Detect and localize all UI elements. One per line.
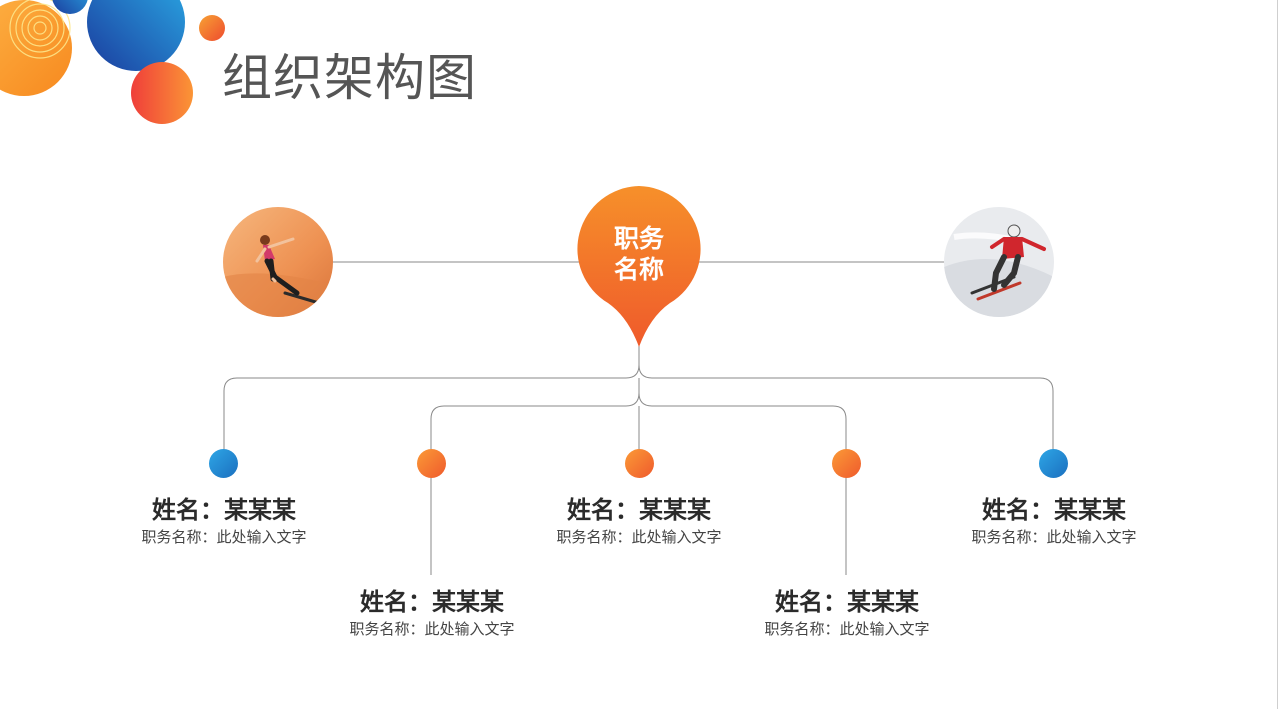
- deco-circle-blue-large: [87, 0, 185, 71]
- slide-edge: [1277, 0, 1278, 709]
- member-name: 姓名：某某某: [567, 496, 711, 524]
- center-role-line1: 职务: [613, 224, 664, 253]
- node-dot-1: [209, 449, 238, 478]
- decorative-circles: [0, 0, 225, 124]
- deco-circle-orange: [0, 0, 72, 96]
- member-3: 姓名：某某某 职务名称：此处输入文字: [529, 494, 749, 548]
- map-pin-icon: [577, 186, 701, 347]
- member-2: 姓名：某某某 职务名称：此处输入文字: [322, 586, 542, 640]
- deco-ripple-rings: [9, 0, 71, 59]
- node-dot-4: [832, 449, 861, 478]
- center-role-label: 职务 名称: [575, 223, 703, 285]
- center-role-pin: 职务 名称: [575, 185, 703, 350]
- member-name: 姓名：某某某: [360, 588, 504, 616]
- node-dot-5: [1039, 449, 1068, 478]
- connector-branch-1: [223, 345, 640, 451]
- member-role: 职务名称：此处输入文字: [971, 528, 1137, 546]
- member-role: 职务名称：此处输入文字: [556, 528, 722, 546]
- member-1: 姓名：某某某 职务名称：此处输入文字: [114, 494, 334, 548]
- member-name: 姓名：某某某: [775, 588, 919, 616]
- connector-branch-5: [638, 364, 1054, 451]
- member-role: 职务名称：此处输入文字: [764, 620, 930, 638]
- connector-branch-2: [430, 378, 640, 575]
- deco-circle-blue-small: [52, 0, 88, 14]
- member-role: 职务名称：此处输入文字: [349, 620, 515, 638]
- member-role: 职务名称：此处输入文字: [141, 528, 307, 546]
- member-5: 姓名：某某某 职务名称：此处输入文字: [944, 494, 1164, 548]
- node-dot-3: [625, 449, 654, 478]
- skier-photo: [944, 207, 1054, 317]
- member-name: 姓名：某某某: [982, 496, 1126, 524]
- node-dot-2: [417, 449, 446, 478]
- deco-circle-red: [131, 62, 193, 124]
- center-role-line2: 名称: [613, 255, 664, 284]
- page-title: 组织架构图: [222, 49, 477, 107]
- member-4: 姓名：某某某 职务名称：此处输入文字: [737, 586, 957, 640]
- deco-circle-dot: [199, 15, 225, 41]
- member-name: 姓名：某某某: [152, 496, 296, 524]
- connector-branch-4: [638, 392, 847, 575]
- sandboarder-photo: [223, 207, 333, 317]
